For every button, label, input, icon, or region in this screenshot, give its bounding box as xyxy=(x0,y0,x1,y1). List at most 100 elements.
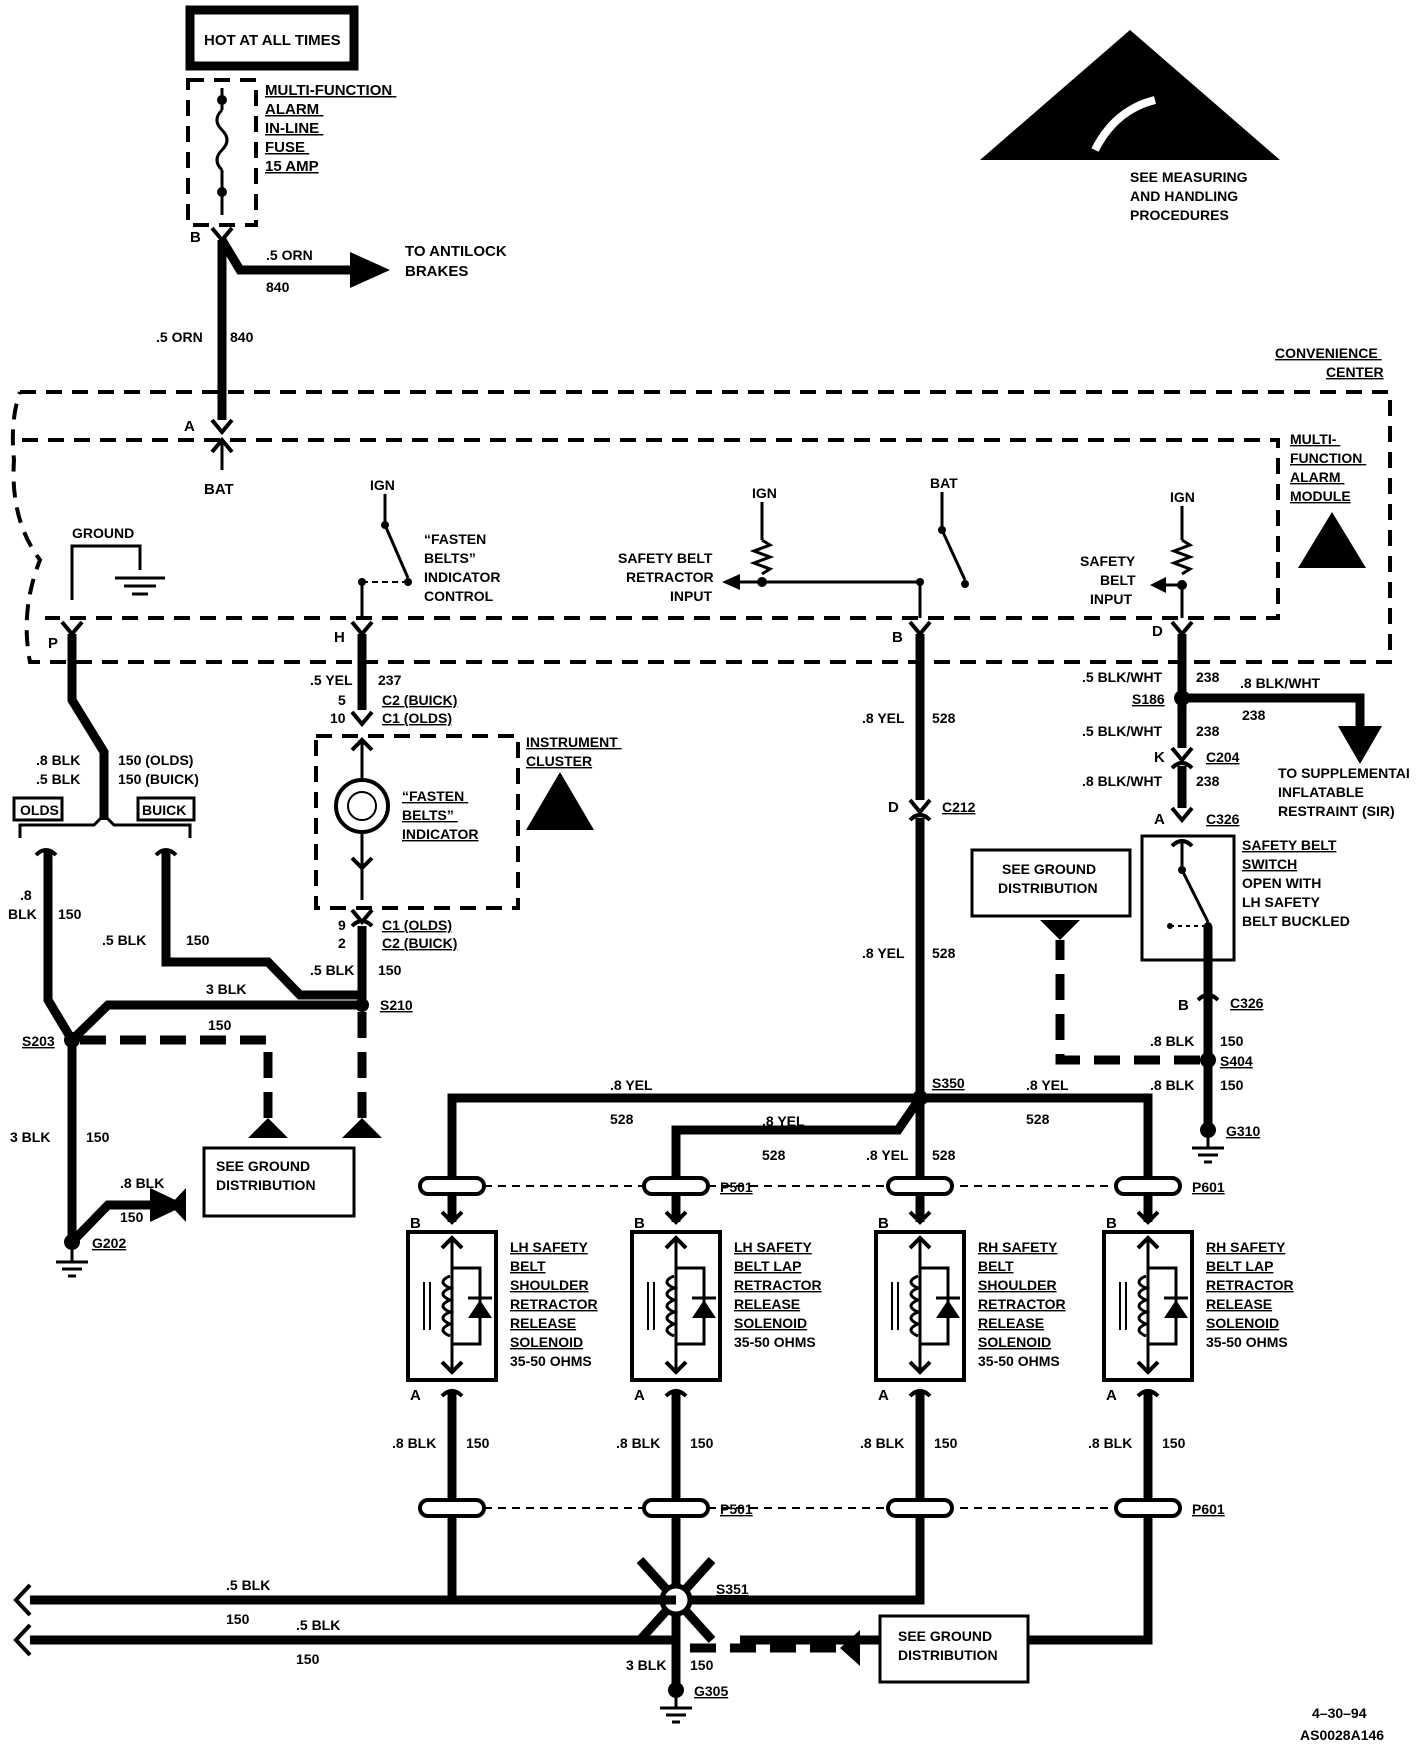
wire-label: 238 xyxy=(1242,707,1266,723)
wire-label: 528 xyxy=(762,1147,786,1163)
diode-icon xyxy=(936,1300,960,1318)
wire-label: .8 YEL xyxy=(866,1147,909,1163)
ground-g310-label: G310 xyxy=(1226,1123,1260,1139)
wire-label: .8 BLK/WHT xyxy=(1082,773,1163,789)
connector-h: H xyxy=(334,629,345,646)
wire-label: .5 BLK xyxy=(310,962,354,978)
coil-icon xyxy=(665,1274,678,1338)
inline-connector-top xyxy=(418,1176,486,1196)
wire-label: .5 BLK/WHT xyxy=(1082,669,1163,685)
c326-b-label: C326 xyxy=(1230,995,1264,1011)
wire-label: 150 xyxy=(186,932,210,948)
connector-b-solenoid: B xyxy=(410,1215,421,1232)
buick-tag-label: BUICK xyxy=(142,802,186,818)
connector-d-c212: D xyxy=(888,799,899,816)
wire-label: 150 xyxy=(378,962,402,978)
olds-buick-bracket xyxy=(18,812,192,838)
solenoid-arrow-bottom xyxy=(908,1360,932,1375)
module-label: MULTI- FUNCTION ALARM MODULE xyxy=(1290,431,1366,504)
ign-label-1: IGN xyxy=(370,477,395,493)
convenience-center-label: CONVENIENCE CENTER xyxy=(1275,345,1384,380)
wire-label: 150 xyxy=(690,1435,714,1451)
wire-label: .5 BLK xyxy=(36,771,80,787)
instrument-cluster-label: INSTRUMENT CLUSTER xyxy=(526,734,622,769)
wire-label: .5 BLK xyxy=(226,1577,270,1593)
p601-b-label: P601 xyxy=(1192,1501,1225,1517)
splice-s351-label: S351 xyxy=(716,1581,749,1597)
solenoid-arrow-bottom xyxy=(1136,1360,1160,1375)
wire-label: .8 BLK xyxy=(616,1435,660,1451)
wire-label: 150 xyxy=(934,1435,958,1451)
pin-label: 9 xyxy=(338,917,346,933)
wire-label: 3 BLK xyxy=(626,1657,666,1673)
convenience-center-box xyxy=(10,390,1392,664)
c2-buick-b-label: C2 (BUICK) xyxy=(382,935,457,951)
ground-dist-left-box xyxy=(202,1146,356,1218)
connector-b-solenoid: B xyxy=(878,1215,889,1232)
inline-connector-bottom xyxy=(642,1498,710,1518)
wire-label: 528 xyxy=(1026,1111,1050,1127)
connector-a-solenoid: A xyxy=(878,1387,889,1404)
wire-label: 150 xyxy=(466,1435,490,1451)
wire-label: 528 xyxy=(932,710,956,726)
connector-b-c326: B xyxy=(1178,997,1189,1014)
coil-icon xyxy=(1137,1274,1150,1338)
esd-note: SEE MEASURING AND HANDLING PROCEDURES xyxy=(1130,169,1251,223)
belt-switch-label: SAFETY BELT SWITCH OPEN WITH LH SAFETY B… xyxy=(1242,837,1350,929)
fuse-symbol xyxy=(215,108,229,172)
wire-label: 150 (BUICK) xyxy=(118,771,199,787)
splice-s404-label: S404 xyxy=(1220,1053,1253,1069)
wire-label: 150 xyxy=(1220,1077,1244,1093)
bat-label-2: BAT xyxy=(930,475,958,491)
pullup-resistor-2 xyxy=(1169,538,1195,576)
pin-label: 5 xyxy=(338,692,346,708)
ground-g305-label: G305 xyxy=(694,1683,728,1699)
sir-arrow xyxy=(1338,726,1382,764)
wire-label: .5 BLK xyxy=(102,932,146,948)
solenoid-arrow-bottom xyxy=(664,1360,688,1375)
wire-label: .8 BLK xyxy=(392,1435,436,1451)
hot-at-all-times-box xyxy=(185,5,359,71)
wire-label: BLK xyxy=(8,906,37,922)
wire-label: 150 (OLDS) xyxy=(118,752,193,768)
wire-label: 238 xyxy=(1196,773,1220,789)
wire-label: 150 xyxy=(58,906,82,922)
ground-label: GROUND xyxy=(72,525,134,541)
wire-label: 237 xyxy=(378,672,402,688)
connector-a-pin xyxy=(664,1389,688,1398)
solenoid-arrow-top xyxy=(1136,1235,1160,1250)
fuse-box xyxy=(186,78,258,227)
connector-a-solenoid: A xyxy=(634,1387,645,1404)
wire-label: .8 BLK xyxy=(1150,1033,1194,1049)
wire-label: .8 YEL xyxy=(862,710,905,726)
wire-label: .8 BLK xyxy=(1088,1435,1132,1451)
diode-icon xyxy=(1164,1300,1188,1318)
ign-label-2: IGN xyxy=(752,485,777,501)
antilock-arrow xyxy=(350,252,390,288)
inline-connector-top xyxy=(642,1176,710,1196)
module-esd-icon xyxy=(1298,512,1366,568)
wire-label: .8 BLK xyxy=(36,752,80,768)
wire-150-left xyxy=(67,634,109,820)
c1-olds-label: C1 (OLDS) xyxy=(382,710,452,726)
pin-label: 10 xyxy=(330,710,346,726)
connector-b-fuse: B xyxy=(190,229,201,246)
wire-label: 528 xyxy=(932,945,956,961)
wire-label: 150 xyxy=(690,1657,714,1673)
ign-label-3: IGN xyxy=(1170,489,1195,505)
inline-connector-bottom xyxy=(886,1498,954,1518)
wire-label: .5 YEL xyxy=(310,672,353,688)
connector-p: P xyxy=(48,635,58,652)
coil-icon xyxy=(441,1274,454,1338)
inline-connector-top xyxy=(886,1176,954,1196)
wire-label: 840 xyxy=(266,279,290,295)
connector-a: A xyxy=(184,418,195,435)
footer-code: AS0028A146 xyxy=(1300,1727,1384,1743)
connector-b-module: B xyxy=(892,629,903,646)
wire-label: .5 BLK/WHT xyxy=(1082,723,1163,739)
ground-dist-bottom-label: SEE GROUND DISTRIBUTION xyxy=(898,1628,998,1663)
hot-at-all-times-label: HOT AT ALL TIMES xyxy=(204,32,341,49)
